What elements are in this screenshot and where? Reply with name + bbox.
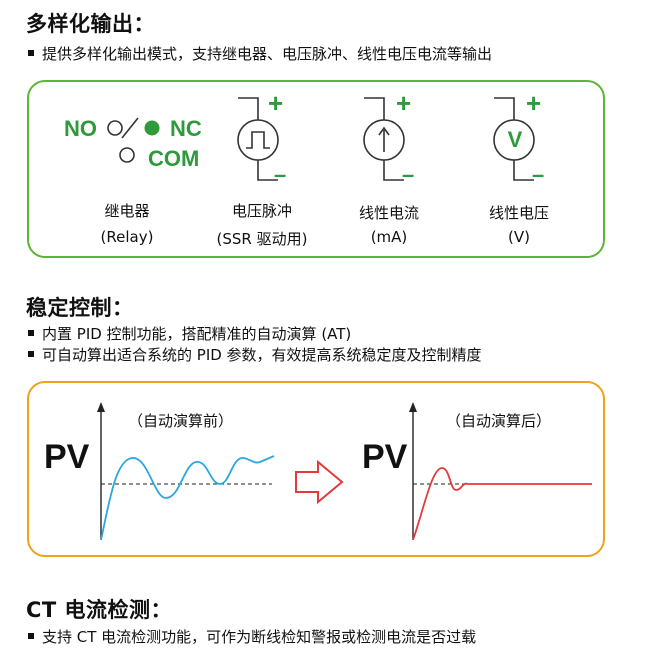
relay-switch-icon xyxy=(107,117,160,163)
response-chart-before xyxy=(97,402,275,541)
pulse-icon xyxy=(237,97,279,181)
section3-heading: CT 电流检测： xyxy=(26,598,173,622)
section2-bullet-2: 可自动算出适合系统的 PID 参数，有效提高系统稳定度及控制精度 xyxy=(28,344,482,365)
bullet-marker xyxy=(28,350,34,357)
output-types-box xyxy=(27,80,605,258)
pulse-minus: – xyxy=(274,162,287,187)
relay-no-label: NO xyxy=(64,116,97,141)
output-relay-sub: (Relay) xyxy=(100,228,154,246)
output-pulse-sub: (SSR 驱动用) xyxy=(216,230,308,248)
caption-before: （自动演算前） xyxy=(128,412,234,430)
pulse-plus: + xyxy=(268,88,284,118)
pid-comparison-box xyxy=(27,381,605,557)
output-voltage-sub: (V) xyxy=(508,228,530,246)
output-pulse-name: 电压脉冲 xyxy=(231,202,292,220)
pv-label-after: PV xyxy=(362,438,408,476)
right-arrow-icon xyxy=(295,459,344,505)
section2-heading: 稳定控制： xyxy=(26,296,134,320)
voltage-minus: – xyxy=(532,162,545,187)
section2-bullet-2-text: 可自动算出适合系统的 PID 参数，有效提高系统稳定度及控制精度 xyxy=(42,346,482,364)
response-curve-before xyxy=(100,455,275,541)
section1-bullet: 提供多样化输出模式，支持继电器、电压脉冲、线性电压电流等输出 xyxy=(28,43,492,64)
section2-bullet-1: 内置 PID 控制功能，搭配精准的自动演算 (AT) xyxy=(28,323,351,344)
section1-bullet-text: 提供多样化输出模式，支持继电器、电压脉冲、线性电压电流等输出 xyxy=(42,45,493,63)
section3-bullet: 支持 CT 电流检测功能，可作为断线检知警报或检测电流是否过载 xyxy=(28,626,476,647)
response-curve-after xyxy=(412,467,592,541)
output-voltage-name: 线性电压 xyxy=(488,204,549,222)
bullet-marker xyxy=(28,49,34,56)
current-arrow-icon xyxy=(363,97,405,181)
output-relay-name: 继电器 xyxy=(104,202,150,220)
response-chart-after xyxy=(409,402,592,541)
voltage-v-icon xyxy=(493,97,535,181)
section2-bullet-1-text: 内置 PID 控制功能，搭配精准的自动演算 (AT) xyxy=(42,325,352,343)
pv-label-before: PV xyxy=(44,438,90,476)
section1-heading: 多样化输出： xyxy=(26,12,155,36)
voltage-plus: + xyxy=(526,88,542,118)
bullet-marker xyxy=(28,329,34,336)
caption-after: （自动演算后） xyxy=(446,412,552,430)
relay-com-label: COM xyxy=(148,146,200,171)
section3-bullet-text: 支持 CT 电流检测功能，可作为断线检知警报或检测电流是否过载 xyxy=(42,628,477,646)
output-current-sub: (mA) xyxy=(370,228,408,246)
relay-nc-label: NC xyxy=(170,116,202,141)
output-current-name: 线性电流 xyxy=(358,204,419,222)
current-minus: – xyxy=(402,162,415,187)
voltage-symbol: V xyxy=(507,127,523,152)
current-plus: + xyxy=(396,88,412,118)
bullet-marker xyxy=(28,632,34,639)
